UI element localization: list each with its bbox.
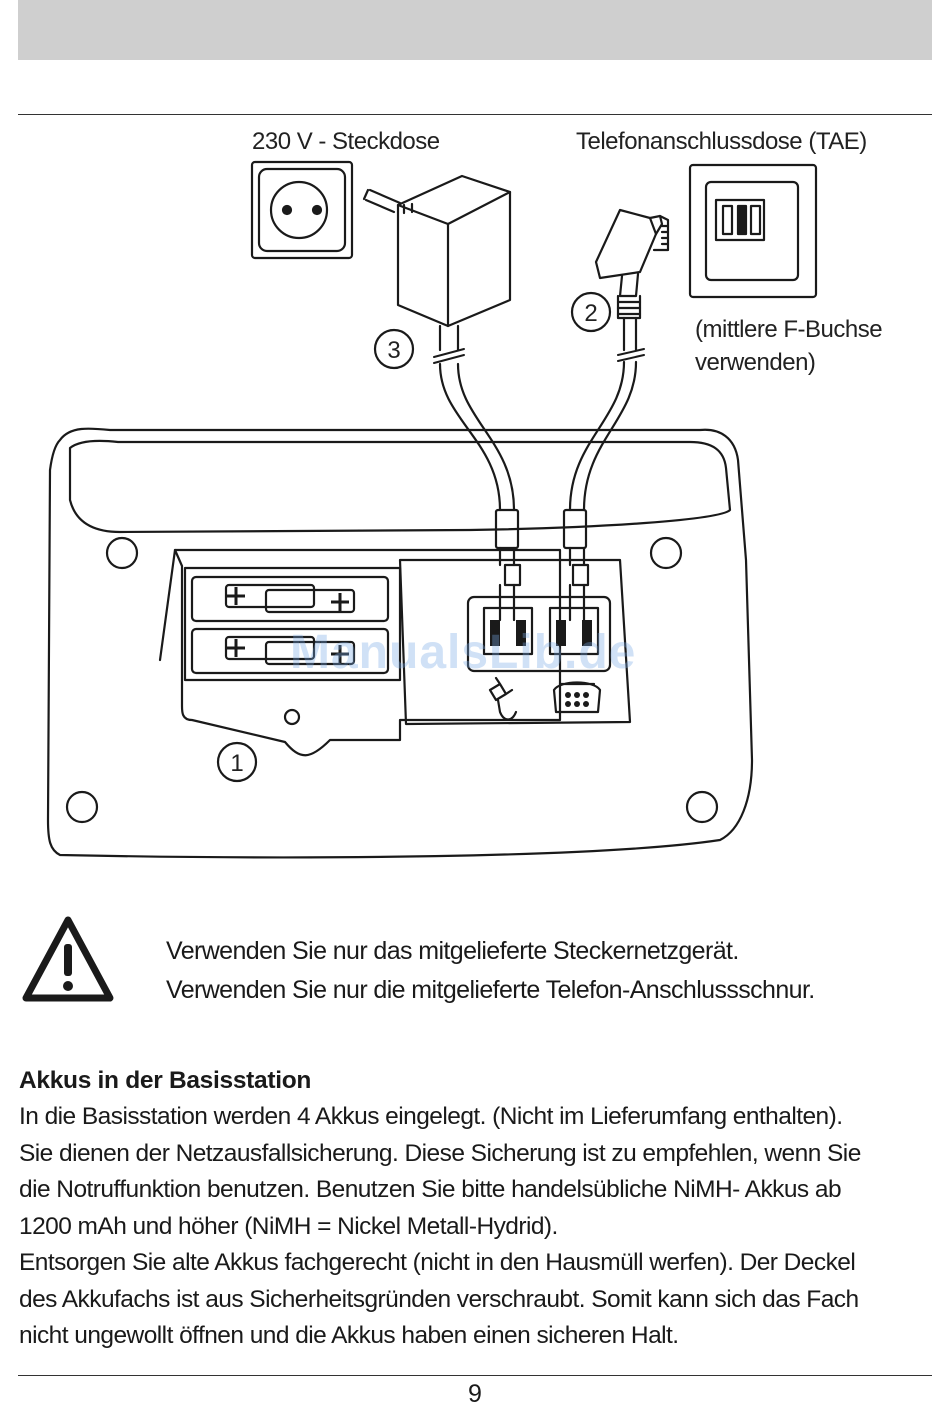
body-line: Sie dienen der Netzausfallsicherung. Die… [19, 1139, 861, 1167]
warning-line-1: Verwenden Sie nur das mitgelieferte Stec… [166, 937, 739, 965]
body-line: des Akkufachs ist aus Sicherheitsgründen… [19, 1285, 859, 1313]
bottom-rule [18, 1375, 932, 1376]
wall-outlet [250, 160, 354, 260]
outlet-label: 230 V - Steckdose [252, 128, 440, 155]
tae-note-line1: (mittlere F-Buchse [695, 316, 882, 343]
base-station [46, 427, 754, 859]
body-line: nicht ungewollt öffnen und die Akkus hab… [19, 1322, 679, 1349]
warning-line-2: Verwenden Sie nur die mitgelieferte Tele… [166, 976, 815, 1004]
tae-plug [594, 208, 670, 352]
tae-label: Telefonanschlussdose (TAE) [576, 128, 867, 155]
watermark: ManualsLib.de [290, 626, 637, 679]
power-adapter [362, 174, 512, 352]
top-rule [18, 114, 932, 115]
callout-3: 3 [387, 337, 400, 364]
body-line: 1200 mAh und höher (NiMH = Nickel Metall… [19, 1212, 558, 1240]
connection-diagram: 230 V - Steckdose Telefonanschlussdose (… [46, 128, 883, 859]
body-line: die Notruffunktion benutzen. Benutzen Si… [19, 1176, 842, 1203]
header-bar [18, 0, 932, 60]
page-number: 9 [468, 1380, 482, 1408]
callout-1: 1 [230, 750, 243, 777]
tae-socket [688, 163, 818, 299]
warning-text: Verwenden Sie nur das mitgelieferte Stec… [166, 932, 815, 1010]
battery-section: Akkus in der Basisstation In die Basisst… [19, 1063, 932, 1355]
section-title: Akkus in der Basisstation [19, 1067, 312, 1094]
body-line: In die Basisstation werden 4 Akkus einge… [19, 1103, 843, 1130]
warning-triangle-icon [22, 916, 114, 1002]
body-line: Entsorgen Sie alte Akkus fachgerecht (ni… [19, 1249, 856, 1276]
section-body: In die Basisstation werden 4 Akkus einge… [19, 1099, 932, 1355]
callout-2: 2 [584, 300, 597, 327]
tae-note-line2: verwenden) [695, 349, 815, 376]
